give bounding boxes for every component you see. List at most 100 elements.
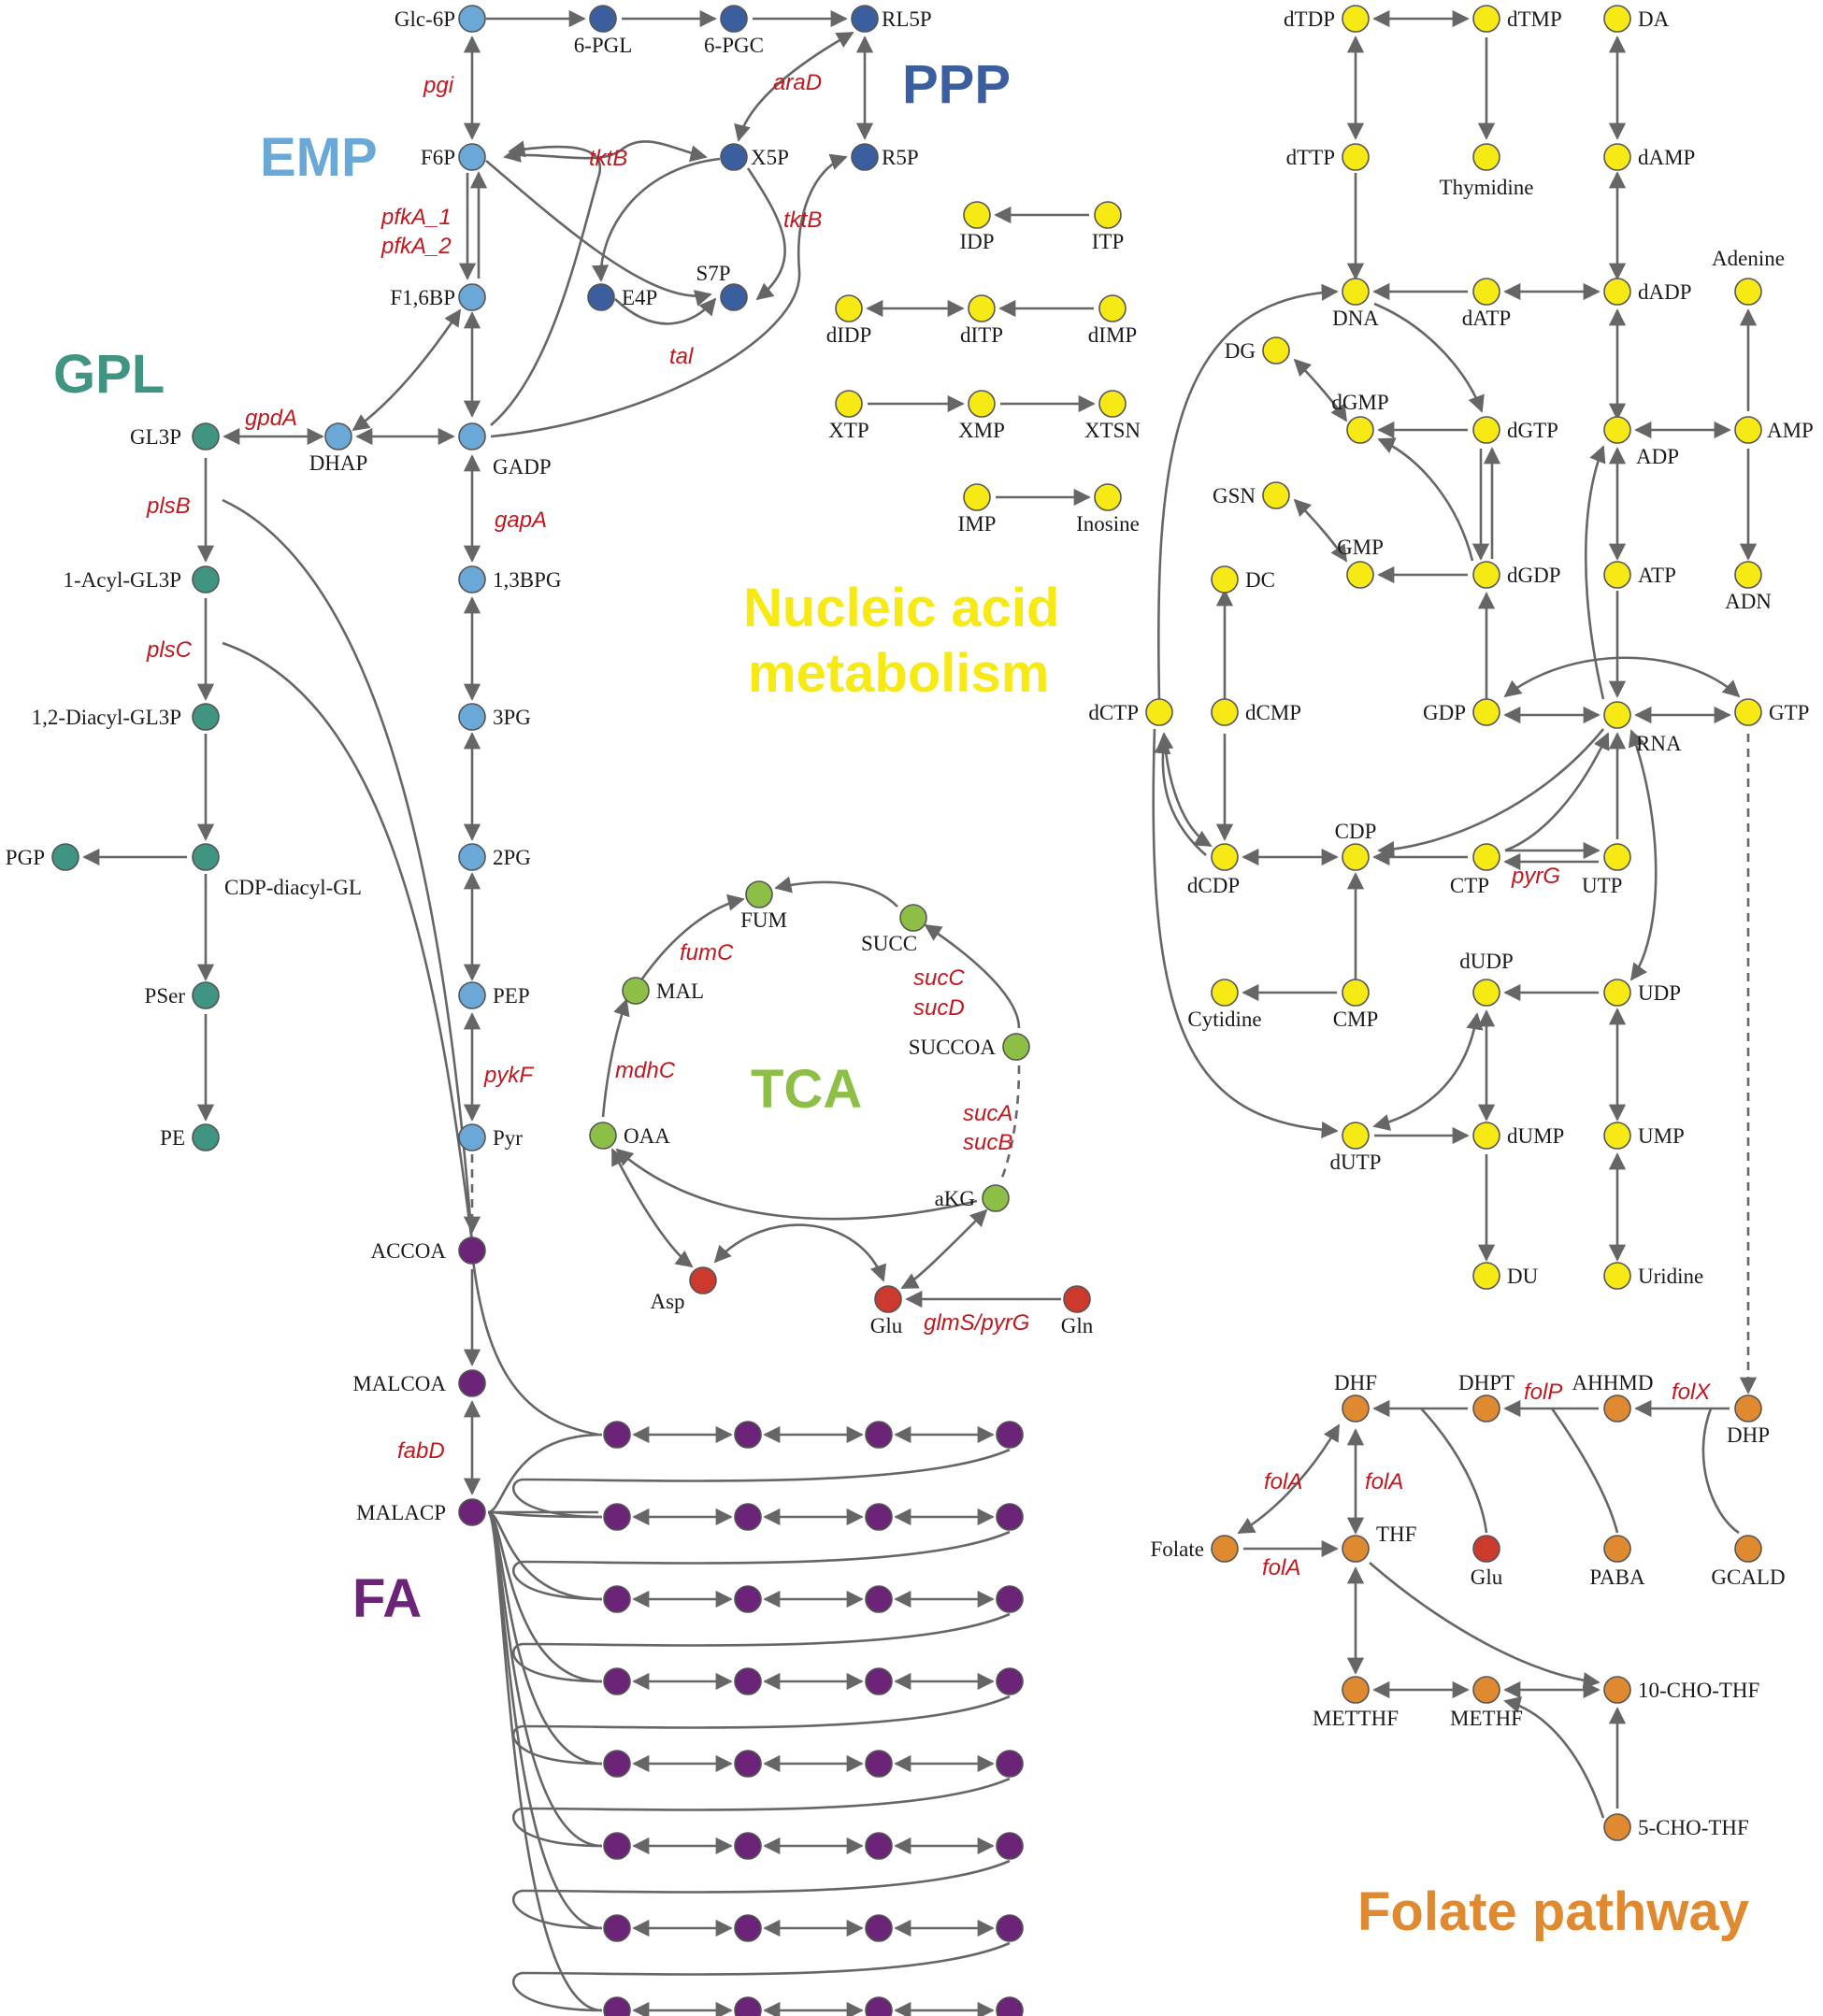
pathway-title-tca: TCA xyxy=(751,1059,862,1120)
fa-chain-node xyxy=(734,1832,762,1860)
enzyme-label: araD xyxy=(773,70,822,95)
metabolite-node-akg xyxy=(982,1184,1010,1212)
metabolite-node-xtsn xyxy=(1098,390,1127,418)
metabolite-label-amp: AMP xyxy=(1767,419,1814,442)
metabolite-node-dadp xyxy=(1603,278,1631,306)
fa-chain-edges xyxy=(486,1425,1011,2016)
edge-ahhmd-paba xyxy=(1550,1408,1619,1534)
metabolite-label-dimp: dIMP xyxy=(1088,323,1137,347)
metabolite-node-glc6p xyxy=(458,5,486,33)
edge-rl5p-x5p xyxy=(734,31,854,142)
fa-chain-node xyxy=(734,1503,762,1531)
edge-succ-succoa xyxy=(924,923,1021,1029)
metabolite-node-ditp xyxy=(968,294,996,322)
metabolite-label-gadp: GADP xyxy=(493,455,552,479)
fa-chain-node xyxy=(865,1914,893,1942)
metabolite-node-oaa xyxy=(589,1122,617,1150)
metabolite-node-pyr xyxy=(458,1123,486,1151)
metabolite-label-cho10: 10-CHO-THF xyxy=(1638,1679,1759,1702)
metabolite-label-dhap: DHAP xyxy=(309,451,368,475)
metabolite-node-atp xyxy=(1603,561,1631,589)
fa-chain-node xyxy=(865,1585,893,1613)
metabolite-label-paba: PABA xyxy=(1589,1566,1645,1589)
metabolite-node-dna xyxy=(1342,278,1370,306)
metabolite-node-dctp xyxy=(1145,698,1173,726)
edge-x5p-e4p xyxy=(591,157,721,282)
metabolite-node-dimp xyxy=(1098,294,1127,322)
metabolite-node-methf xyxy=(1472,1676,1500,1704)
fa-elongation-edge xyxy=(511,1612,1011,1683)
fa-elongation-edge xyxy=(511,1530,1011,1601)
metabolite-node-dtdp xyxy=(1342,5,1370,33)
metabolite-node-pgp xyxy=(51,843,79,871)
edge-rna-adp xyxy=(1585,445,1606,700)
metabolite-label-dcmp: dCMP xyxy=(1245,701,1301,724)
enzyme-label: sucC xyxy=(913,965,965,991)
metabolite-node-gmp xyxy=(1346,561,1374,589)
pathway-titles: EMP PPP GPL TCA FA Nucleic acid metaboli… xyxy=(53,54,1749,1942)
enzyme-label: fumC xyxy=(680,940,734,965)
edge-dhf-folate xyxy=(1237,1423,1341,1535)
edge-e4p-tal xyxy=(614,297,717,325)
metabolite-node-udp xyxy=(1603,979,1631,1007)
metabolite-node-gadp xyxy=(458,422,486,450)
metabolite-label-xmp: XMP xyxy=(958,419,1005,442)
metabolite-label-dgmp: dGMP xyxy=(1331,391,1388,414)
metabolite-label-rna: RNA xyxy=(1636,732,1682,755)
pathway-title-fa: FA xyxy=(352,1568,422,1629)
metabolite-node-pep xyxy=(458,981,486,1009)
metabolite-label-cytidine: Cytidine xyxy=(1187,1008,1261,1031)
edge-gtp-gdp-arc xyxy=(1503,656,1741,698)
metabolite-label-dctp: dCTP xyxy=(1088,701,1139,724)
fa-elongation-edge xyxy=(511,1859,1011,1930)
enzyme-label: gpdA xyxy=(245,406,297,431)
metabolite-node-malcoa xyxy=(458,1369,486,1397)
metabolite-node-glu xyxy=(874,1285,902,1313)
fa-chain-node xyxy=(996,1667,1024,1695)
metabolite-node-idp xyxy=(963,201,991,229)
fa-elongation-edge xyxy=(511,1941,1011,2012)
metabolite-node-gsn xyxy=(1262,481,1290,509)
edge-rna-ctp xyxy=(1504,732,1610,852)
metabolite-node-dtmp xyxy=(1472,5,1500,33)
metabolite-label-dgtp: dGTP xyxy=(1507,419,1558,442)
edge-accoa-fa-first xyxy=(470,1251,599,1437)
metabolite-label-dgdp: dGDP xyxy=(1507,564,1561,587)
edge-dctp-dutp xyxy=(1152,728,1339,1139)
metabolite-label-adn: ADN xyxy=(1725,590,1772,613)
metabolite-label-datp: dATP xyxy=(1462,307,1511,330)
metabolite-node-amp xyxy=(1734,416,1762,444)
fa-chain-node xyxy=(603,1750,631,1778)
metabolite-node-xmp xyxy=(968,390,996,418)
fa-chain-node xyxy=(734,1667,762,1695)
metabolite-label-adp: ADP xyxy=(1636,445,1679,468)
metabolite-node-dcmp xyxy=(1211,698,1239,726)
metabolite-label-r5p: R5P xyxy=(882,146,919,169)
metabolite-node-folate xyxy=(1211,1535,1239,1563)
metabolite-node-dcdp xyxy=(1211,843,1239,871)
edge-dudp-dutp xyxy=(1372,1012,1484,1131)
edge-rna-cdp xyxy=(1377,728,1605,858)
fa-elongation-edge xyxy=(511,1694,1011,1766)
edge-dgdp-dgmp xyxy=(1377,437,1474,562)
metabolite-node-thf xyxy=(1342,1535,1370,1563)
metabolite-label-dtdp: dTDP xyxy=(1284,7,1335,31)
metabolite-label-gmp: GMP xyxy=(1337,536,1384,559)
metabolite-label-e4p: E4P xyxy=(622,286,657,309)
metabolite-label-xtsn: XTSN xyxy=(1084,419,1141,442)
metabolite-node-utp xyxy=(1603,843,1631,871)
metabolite-node-itp xyxy=(1094,201,1122,229)
metabolite-label-oaa: OAA xyxy=(624,1124,670,1148)
metabolite-label-pser: PSer xyxy=(145,984,186,1008)
metabolite-node-dump xyxy=(1472,1122,1500,1150)
metabolite-node-ahhmd xyxy=(1603,1394,1631,1423)
enzyme-label: fabD xyxy=(397,1438,445,1464)
enzyme-label: sucD xyxy=(913,995,965,1021)
edge-fum-succ xyxy=(774,876,898,908)
metabolite-label-gdp: GDP xyxy=(1423,701,1466,724)
enzyme-labels: pgi pfkA_1 pfkA_2 tktB tktB tal araD gpd… xyxy=(146,70,1711,1580)
fa-chain-node xyxy=(734,1914,762,1942)
enzyme-label: pfkA_1 xyxy=(380,205,452,230)
metabolite-node-dhp xyxy=(1734,1394,1762,1423)
